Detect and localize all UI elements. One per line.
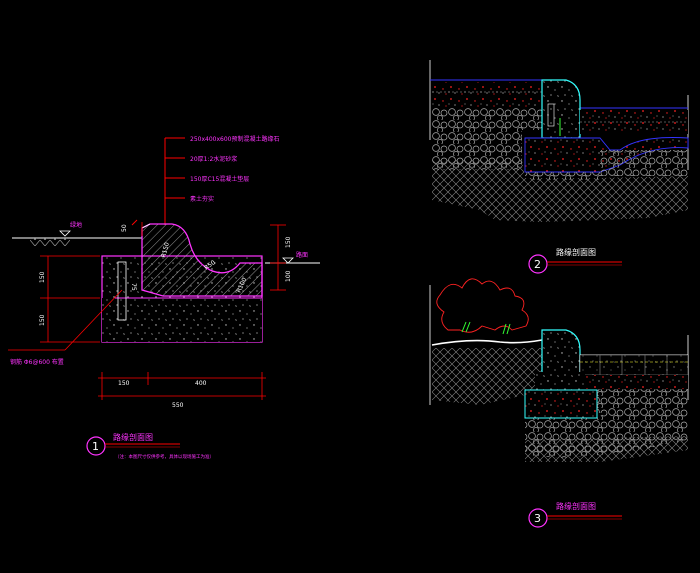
layer-note-mortar: 20厚1:2水泥砂浆 <box>190 155 237 163</box>
curb-stone <box>141 223 263 297</box>
detail-3: 3 路缘剖面图 <box>429 278 689 528</box>
detail-title-1: 路缘剖面图 <box>113 432 153 442</box>
curb-3 <box>541 329 581 379</box>
slope-label: 75 <box>130 283 137 291</box>
base-3 <box>524 389 598 419</box>
detail-number-2: 2 <box>534 258 541 271</box>
rebar-note: 钢筋 Φ6@600 布置 <box>10 358 64 366</box>
layer-note-concrete: 150厚C15混凝土垫层 <box>190 175 249 183</box>
dim-right-bottom: 100 <box>285 270 292 282</box>
dim-right-top: 150 <box>285 236 292 248</box>
detail-1: 250x400x600预制混凝土路缘石 20厚1:2水泥砂浆 150厚C15混凝… <box>8 135 320 460</box>
detail-number-1: 1 <box>92 440 99 453</box>
dim-left-bottom: 150 <box>39 314 46 326</box>
dim-top-offset: 50 <box>121 224 128 232</box>
detail-number-3: 3 <box>534 512 541 525</box>
detail-title-2: 路缘剖面图 <box>556 247 596 257</box>
detail-number-circle-2 <box>528 254 548 274</box>
detail-number-circle-3 <box>528 508 548 528</box>
dim-width-b: 400 <box>195 380 207 387</box>
dim-width-a: 150 <box>118 380 130 387</box>
layer-note-soil: 素土夯实 <box>190 195 214 203</box>
detail-title-3: 路缘剖面图 <box>556 501 596 511</box>
dim-left-top: 150 <box>39 271 46 283</box>
shrub-outline <box>436 278 529 333</box>
detail-note-1: （注：本图尺寸仅供参考，具体以现场施工为准） <box>115 453 214 460</box>
detail-2: 2 路缘剖面图 <box>429 60 689 274</box>
radius-label-r150: R150 <box>160 241 171 258</box>
detail-number-circle-1 <box>86 436 106 456</box>
layer-note-curb: 250x400x600预制混凝土路缘石 <box>190 135 279 143</box>
dim-total: 550 <box>172 402 184 409</box>
ground-left-label: 绿地 <box>70 221 82 229</box>
ground-right-label: 路面 <box>296 251 308 259</box>
